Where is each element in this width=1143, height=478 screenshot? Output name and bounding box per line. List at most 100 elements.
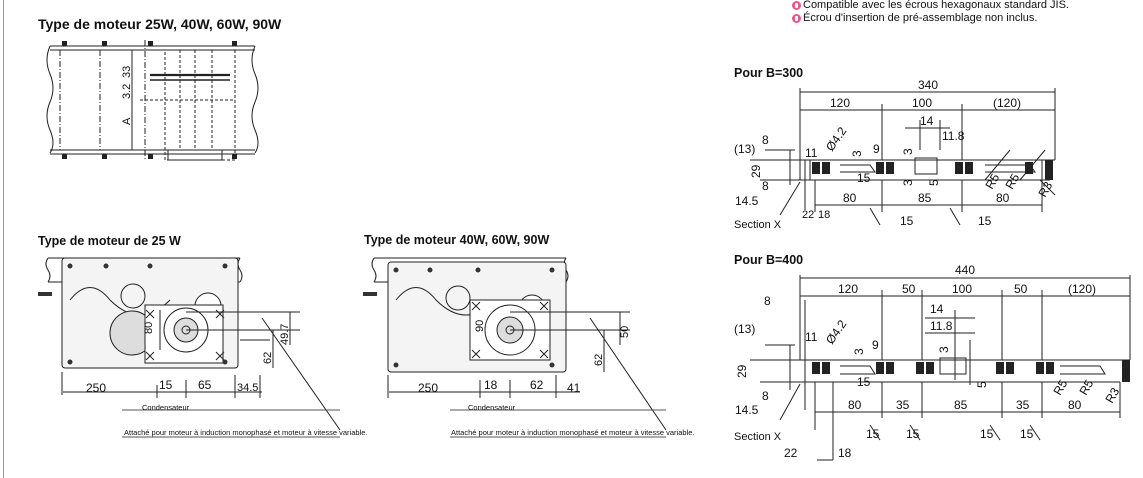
note-item: Compatible avec les écrous hexagonaux st… — [792, 0, 1069, 12]
m40-dim-90: 90 — [474, 320, 486, 332]
b300-r5b: R5 — [1002, 171, 1022, 192]
b400-dim-50b: 50 — [1014, 282, 1028, 296]
m40-dim-62: 62 — [593, 354, 605, 366]
b400-dim-35b: 35 — [1016, 398, 1030, 412]
b300-dim-8b: 8 — [762, 179, 769, 193]
b300-dim-100: 100 — [912, 96, 932, 110]
b300-dim-18: 18 — [818, 209, 830, 221]
b300-dim-29: 29 — [749, 164, 763, 178]
dim-33: 33 — [121, 66, 133, 78]
b400-dim-8a: 8 — [764, 294, 771, 308]
b400-dim-11: 11 — [805, 330, 818, 344]
b400-dim-11-8: 11.8 — [930, 319, 953, 333]
b400-dim-15a: 15 — [857, 375, 871, 389]
b400-title: Pour B=400 — [734, 253, 804, 267]
m40-attach-note: Attaché pour moteur à induction monophas… — [451, 428, 695, 437]
dim-A: A — [121, 117, 133, 125]
m25-dim-250: 250 — [86, 381, 106, 395]
m25-capacitor-label: Condensateur — [142, 403, 190, 412]
break-line-left — [46, 45, 54, 154]
b300-dim-13: (13) — [734, 142, 755, 156]
b300-dim-22: 22 — [802, 209, 814, 221]
b400-dim-5: 5 — [975, 381, 989, 388]
b400-dim-440: 440 — [955, 263, 975, 277]
b300-r3: R3 — [1035, 179, 1055, 200]
b400-dim-80a: 80 — [848, 398, 862, 412]
b300-dim-340: 340 — [918, 78, 938, 92]
b300-dim-11-8: 11.8 — [942, 129, 965, 143]
m25-dim-49-7: 49.7 — [279, 324, 291, 345]
b400-dim-15e: 15 — [1020, 427, 1034, 441]
b400-r5a: R5 — [1050, 377, 1070, 398]
b300-dim-80a: 80 — [843, 191, 857, 205]
m25-dim-62: 62 — [262, 352, 274, 364]
b300-dim-15c: 15 — [978, 214, 992, 228]
b300-dim-85: 85 — [918, 191, 932, 205]
b400-dim-9: 9 — [872, 338, 879, 352]
b400-dim-50a: 50 — [902, 282, 916, 296]
b300-r5a: R5 — [982, 171, 1002, 192]
b400-dim-22: 22 — [784, 446, 798, 460]
b300-dim-120: 120 — [830, 96, 850, 110]
b400-r3: R3 — [1102, 385, 1122, 406]
b400-r5b: R5 — [1076, 377, 1096, 398]
note-item: Écrou d'insertion de pré-assemblage non … — [792, 12, 1069, 25]
b300-dim-9: 9 — [873, 142, 880, 156]
b400-dim-3b: 3 — [937, 346, 951, 353]
motor25-title: Type de moteur de 25 W — [38, 234, 181, 248]
b400-dim-120: 120 — [838, 282, 858, 296]
m40-dim-62b: 62 — [530, 378, 544, 392]
b300-dim-15a: 15 — [857, 171, 871, 185]
b400-dim-18: 18 — [838, 446, 852, 460]
b400-dim-13: (13) — [734, 322, 755, 336]
b300-dim-15b: 15 — [900, 214, 914, 228]
b400-dim-100: 100 — [952, 282, 972, 296]
b400-dim-phi: Ø4.2 — [823, 317, 850, 347]
m40-dim-18: 18 — [484, 378, 498, 392]
b400-dim-15c: 15 — [906, 427, 920, 441]
b300-dim-80b: 80 — [996, 191, 1010, 205]
m40-capacitor-label: Condensateur — [468, 403, 516, 412]
b300-dim-120p: (120) — [993, 96, 1021, 110]
b400-dim-14-5: 14.5 — [735, 403, 759, 417]
b300-dim-3b: 3 — [901, 148, 915, 155]
b300-dim-8a: 8 — [762, 133, 769, 147]
m40-dim-41: 41 — [567, 381, 581, 395]
m40-dim-250: 250 — [418, 381, 438, 395]
b300-dim-3a: 3 — [850, 150, 864, 157]
b400-dim-15d: 15 — [980, 427, 994, 441]
b300-dim-11: 11 — [805, 146, 818, 160]
b300-dim-3c: 3 — [901, 179, 915, 186]
b400-dim-29: 29 — [735, 364, 749, 378]
b300-dim-14: 14 — [920, 114, 934, 128]
b400-section-label: Section X — [734, 431, 782, 443]
m25-dim-80: 80 — [143, 322, 155, 334]
top-section-title: Type de moteur 25W, 40W, 60W, 90W — [38, 16, 282, 32]
note-bullet-icon — [792, 14, 801, 23]
b300-dim-14-5: 14.5 — [735, 194, 759, 208]
dim-3-2: 3.2 — [121, 84, 133, 99]
m25-dim-65: 65 — [198, 378, 212, 392]
b400-dim-3a: 3 — [852, 348, 866, 355]
b400-dim-120p: (120) — [1068, 282, 1096, 296]
note-bullet-icon — [792, 1, 801, 10]
b400-dim-35a: 35 — [896, 398, 910, 412]
b300-section-label: Section X — [734, 219, 782, 231]
notes: Compatible avec les écrous hexagonaux st… — [792, 0, 1069, 25]
b300-title: Pour B=300 — [734, 66, 804, 80]
b400-dim-80b: 80 — [1068, 398, 1082, 412]
motor40-title: Type de moteur 40W, 60W, 90W — [364, 233, 550, 247]
b400-dim-85: 85 — [954, 398, 968, 412]
page-left-border — [3, 0, 4, 478]
b400-dim-8b: 8 — [762, 389, 769, 403]
b300-dim-5: 5 — [927, 179, 941, 186]
m40-dim-50: 50 — [619, 326, 631, 338]
b400-dim-14: 14 — [930, 302, 944, 316]
m25-dim-34-5: 34.5 — [237, 382, 258, 394]
b400-dim-15b: 15 — [866, 427, 880, 441]
